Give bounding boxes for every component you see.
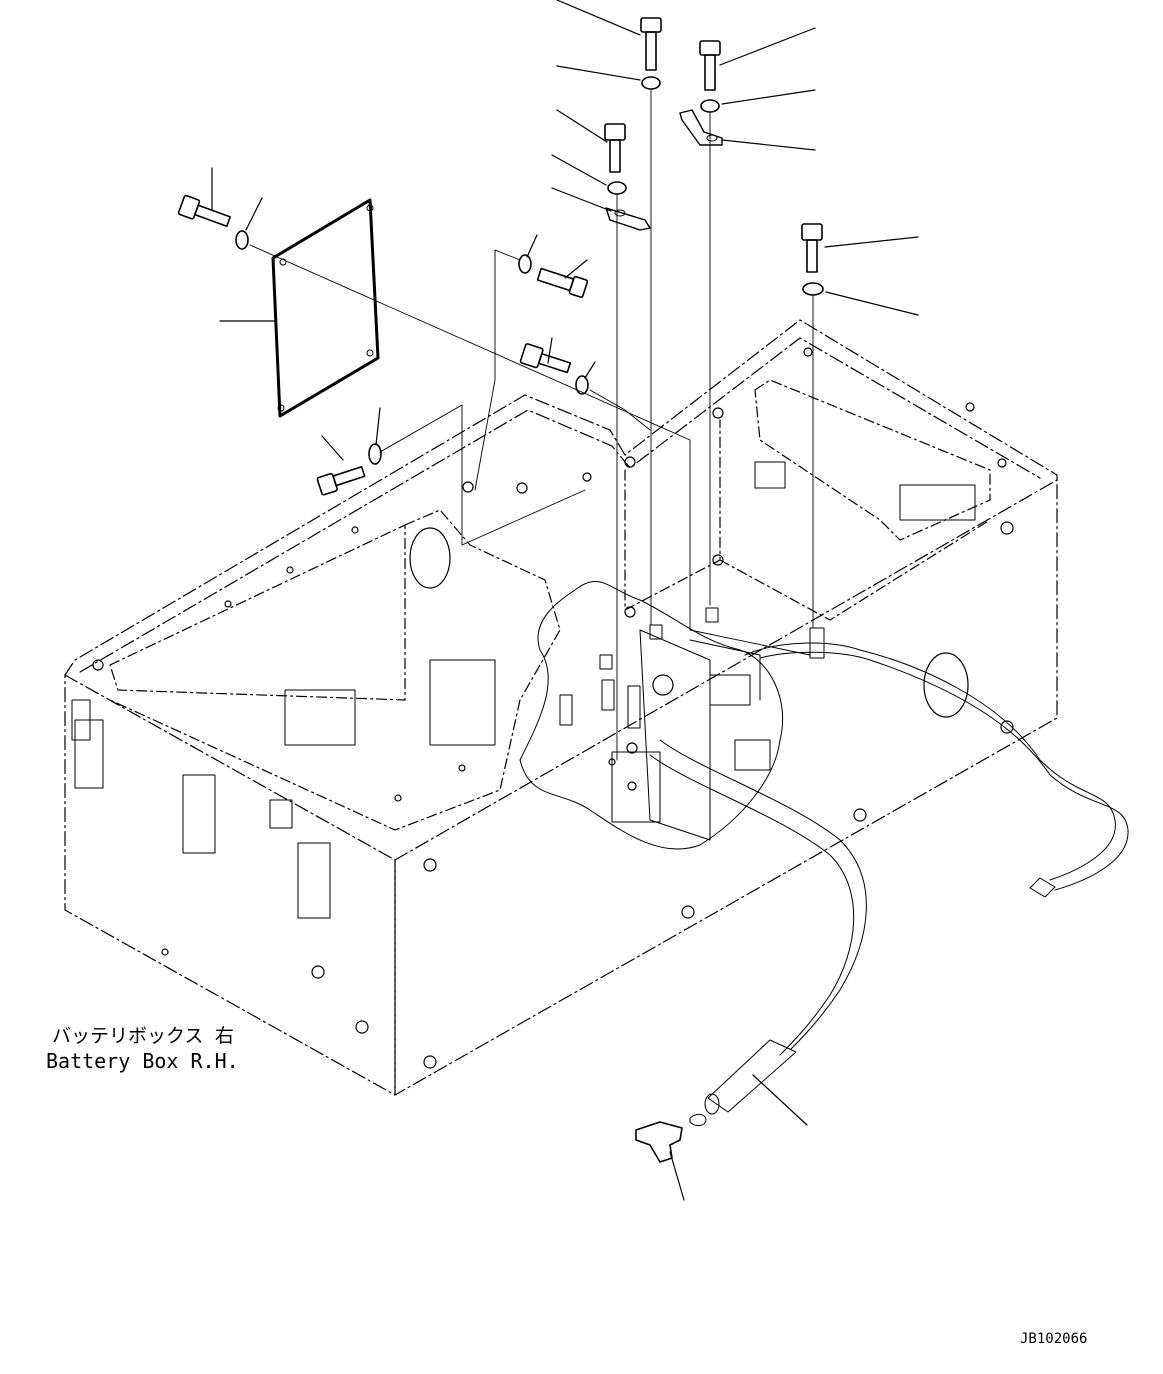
- bolt-top-center: [640, 17, 662, 71]
- washer-6: [518, 254, 532, 274]
- bolt-center-1: [536, 267, 589, 298]
- cover-plate: [271, 198, 380, 418]
- battery-cables: [635, 642, 1129, 1163]
- drawing-code: JB102066: [1020, 1331, 1087, 1347]
- washer-5: [235, 230, 249, 250]
- washer-4: [802, 282, 824, 296]
- box-top-rim: [64, 319, 1058, 676]
- bolt-left-cover: [177, 194, 232, 228]
- battery-box-label-en: Battery Box R.H.: [46, 1049, 239, 1073]
- cable-ground: [744, 642, 1116, 881]
- washer-2: [700, 99, 720, 113]
- washer-3: [607, 181, 627, 195]
- mounting-brackets: [71, 461, 976, 919]
- cable-main: [659, 739, 867, 1051]
- box-inner-left: [109, 524, 406, 701]
- terminal-cap: [635, 1121, 683, 1163]
- washer-7: [575, 375, 589, 395]
- bolts-and-washers: [177, 17, 824, 496]
- battery-box-label-jp: バッテリボックス 右: [52, 1025, 234, 1047]
- cable-sleeve: [707, 1039, 797, 1113]
- standoff-posts: [559, 607, 825, 729]
- bolt-center-2: [519, 343, 572, 374]
- alignment-lines: [249, 89, 814, 761]
- bolt-upper-mid: [604, 123, 626, 173]
- box-holes: [92, 347, 1014, 1069]
- leader-lines: [211, 0, 919, 1201]
- clamp-right: [679, 109, 723, 146]
- box-right-face: [394, 479, 1058, 1096]
- battery-box-body: [64, 319, 1058, 1096]
- bolt-right: [801, 223, 823, 273]
- bolt-top-right: [699, 40, 721, 91]
- washer-8: [368, 443, 382, 465]
- bolt-lower-left: [316, 465, 366, 496]
- washer-1: [641, 76, 661, 90]
- clamp-upper: [605, 207, 651, 231]
